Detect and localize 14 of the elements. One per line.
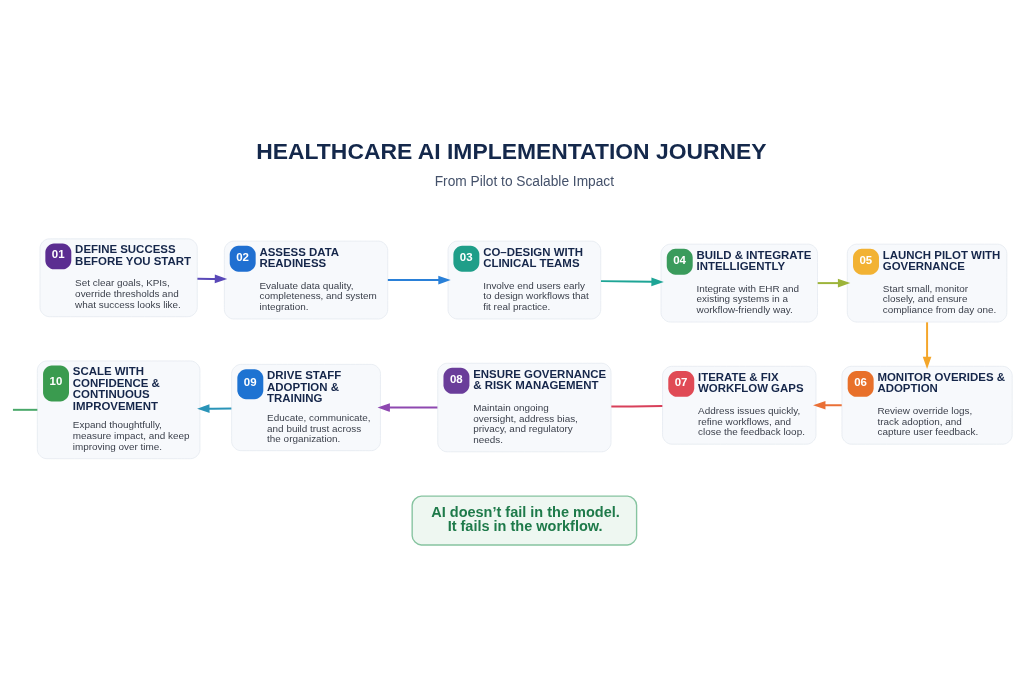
- arrow: [816, 278, 851, 288]
- arrow: [386, 275, 451, 285]
- connector: [11, 408, 39, 411]
- label: From Pilot to Scalable Impact: [434, 174, 615, 190]
- diagram-title: HEALTHCARE AI IMPLEMENTATION JOURNEY: [256, 137, 767, 164]
- arrow: [197, 404, 233, 414]
- arrow: [600, 277, 664, 287]
- arrow: [196, 274, 228, 284]
- arrow: [813, 400, 843, 410]
- arrow: [922, 321, 932, 370]
- node-box: AI doesn’t fail in the model. It fails in the workflow.: [411, 495, 638, 546]
- arrow: [377, 403, 439, 412]
- node-box: 10 SCALE WITH CONFIDENCE & CONTINUOUS IMPROVEMENT Expand thoughtfully, measure impact, and keep improving over time.: [36, 360, 201, 460]
- connector: [610, 405, 664, 408]
